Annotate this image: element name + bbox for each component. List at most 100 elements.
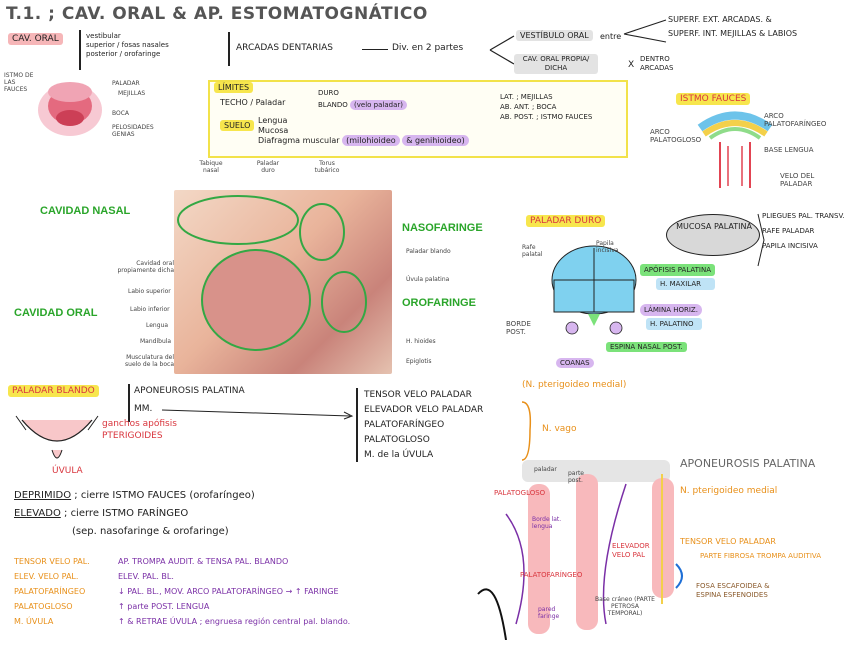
uvula-label: Úvula palatina <box>406 276 450 283</box>
face-label-boca: BOCA <box>112 110 130 117</box>
function-name: PALATOFARÍNGEO <box>14 587 86 596</box>
function-desc: ↑ & RETRAE ÚVULA ; engruesa región centr… <box>118 617 351 626</box>
face-label-mejillas: MEJILLAS <box>118 90 146 97</box>
function-desc: ↑ parte POST. LENGUA <box>118 602 210 611</box>
uvula-note: ÚVULA <box>52 466 83 476</box>
face-label-pelo: PELOSIDADES GENIAS <box>112 124 154 138</box>
suelo-tag: SUELO <box>220 120 255 131</box>
nasofaringe-label: NASOFARINGE <box>402 222 483 234</box>
vestibular-text: vestibular <box>86 32 121 40</box>
posterior-text: posterior / orofaringe <box>86 50 161 58</box>
paladar-blando-tag: PALADAR BLANDO <box>8 385 99 397</box>
mm-arrow <box>161 409 354 420</box>
brace-line-2 <box>228 32 230 66</box>
mucosa-list: PLIEGUES PAL. TRANSV. RAFE PALADAR PAPIL… <box>762 212 845 251</box>
cav-oral-propia: CAV. ORAL PROPIA/ DICHA <box>514 54 598 74</box>
cav-oral-propia-tag: CAV. ORAL PROPIA/ DICHA <box>514 54 598 74</box>
torus-label: Torus tubárico <box>314 160 340 174</box>
milohioideo-tag: (milohioideo <box>342 135 400 146</box>
muscle-brace <box>356 388 358 462</box>
arcadas-text: ARCADAS DENTARIAS <box>236 43 333 53</box>
superf-int: SUPERF. INT. MEJILLAS & LABIOS <box>668 29 798 38</box>
mucosa-oval <box>666 214 760 256</box>
ganchos-note: ganchos apófisis PTERIGOIDES <box>102 419 177 441</box>
coanas-row: COANAS <box>556 358 594 369</box>
lamina-tag: LÁMINA HORIZ. <box>640 304 702 316</box>
bd-tensor: TENSOR VELO PALADAR <box>680 537 776 546</box>
superf-ext: SUPERF. EXT. ARCADAS. & <box>668 15 772 24</box>
function-name: M. ÚVULA <box>14 617 54 626</box>
velo-tag: (velo paladar) <box>350 100 407 110</box>
espina-row: ESPINA NASAL POST. <box>606 342 687 353</box>
bd-pared: pared faringe <box>538 606 560 620</box>
aponeurosis-label: APONEUROSIS PALATINA <box>680 457 816 470</box>
tabique-label: Tabique nasal <box>199 160 223 174</box>
cav-oral-dicha-label: Cavidad oral propiamente dicha <box>117 260 174 274</box>
bd-n-pterigoideo: N. pterigoideo medial <box>680 486 778 496</box>
muscle-tensor: TENSOR VELO PALADAR <box>364 390 472 400</box>
mouth-sketch <box>38 82 102 136</box>
superior-text: superior / fosas nasales <box>86 41 169 49</box>
deprimido-row: DEPRIMIDO ; cierre ISTMO FAUCES (orofarí… <box>14 490 255 501</box>
rafe-pal-note: Rafe palatal <box>522 244 543 258</box>
bd-elevador: ELEVADOR VELO PAL <box>612 542 650 559</box>
paladar-duro-title: PALADAR DURO <box>526 215 606 227</box>
orofaringe-label: OROFARINGE <box>402 297 476 309</box>
division-text: Div. en 2 partes <box>392 43 464 53</box>
bd-palatofaringeo: PALATOFARÍNGEO <box>520 571 583 579</box>
epiglotis-label: Epiglotis <box>406 358 432 365</box>
paladar-note: paladar <box>534 466 557 473</box>
soft-palate-sketch <box>477 474 683 640</box>
muscle-palatofaringeo: PALATOFARÍNGEO <box>364 420 445 430</box>
palatino-tag: H. PALATINO <box>646 318 702 330</box>
coanas-tag: COANAS <box>556 358 594 368</box>
base-lengua: BASE LENGUA <box>764 146 814 154</box>
duro-text: DURO <box>318 89 339 97</box>
limites-label: LÍMITES <box>214 82 254 93</box>
rafe-text: RAFE PALADAR <box>762 227 815 235</box>
limites-right: LAT. ; MEJILLAS AB. ANT. ; BOCA AB. POST… <box>500 92 592 122</box>
function-desc: AP. TROMPA AUDIT. & TENSA PAL. BLANDO <box>118 557 289 566</box>
blando-text: BLANDO <box>318 101 348 109</box>
borde-post: BORDE POST. <box>506 320 531 336</box>
muscle-uvula: M. de la ÚVULA <box>364 450 434 460</box>
pliegues-text: PLIEGUES PAL. TRANSV. <box>762 212 845 220</box>
cavidad-oral-label: CAVIDAD ORAL <box>14 307 98 319</box>
suelo-row: SUELO <box>220 120 255 131</box>
arrow-line <box>362 49 388 50</box>
page-title: T.1. ; CAV. ORAL & AP. ESTOMATOGNÁTICO <box>6 4 428 24</box>
n-pterigoideo: (N. pterigoideo medial) <box>522 380 627 390</box>
split-brace <box>489 35 515 65</box>
vestibulo-oral-tag: VESTÍBULO ORAL <box>516 30 593 41</box>
cav-oral-list: vestibular superior / fosas nasales post… <box>86 32 169 59</box>
apofisis-tag: APÓFISIS PALATINA <box>640 264 716 276</box>
entre-text: entre <box>600 32 622 41</box>
papila-inc-note: Papila incisiva <box>596 240 619 254</box>
elevado-label: ELEVADO <box>14 508 61 519</box>
elevado-row: ELEVADO ; cierre ISTMO FARÍNGEO <box>14 508 188 519</box>
mucosa-text: MUCOSA PALATINA <box>676 222 752 231</box>
paladar-duro-sketch <box>551 245 637 335</box>
genihioideo-tag: & genihioideo) <box>402 135 469 146</box>
paladar-text: Paladar <box>255 98 286 107</box>
labio-inf-label: Labio inferior <box>130 306 170 313</box>
techo-text: TECHO <box>220 98 248 107</box>
blando-row: BLANDO (velo paladar) <box>318 100 407 111</box>
istmo-tag: ISTMO FAUCES <box>676 93 751 105</box>
parte-post-note: parte post. <box>568 470 584 484</box>
velo-paladar: VELO DEL PALADAR <box>780 172 815 188</box>
face-label-paladar: PALADAR <box>112 80 140 87</box>
elevado-sub: (sep. nasofaringe & orofaringe) <box>72 526 229 537</box>
arco-palatofaringeo: ARCO PALATOFARÍNGEO <box>764 112 827 128</box>
lengua-label: Lengua <box>146 322 169 329</box>
paladar-duro-label: Paladar duro <box>256 160 280 174</box>
mandibula-label: Mandíbula <box>140 338 172 345</box>
cav-oral-tag: CAV. ORAL <box>8 33 63 45</box>
musculatura-label: Musculatura del suelo de la boca <box>125 354 174 368</box>
mucosa-text: Mucosa <box>258 126 289 135</box>
bd-base-craneo: Base cráneo (PARTE PETROSA TEMPORAL) <box>595 596 655 617</box>
bd-fosa: FOSA ESCAFOIDEA & ESPINA ESFENOIDES <box>696 582 770 599</box>
function-name: TENSOR VELO PAL. <box>14 557 90 566</box>
vago-brace <box>521 401 532 461</box>
function-desc: ELEV. PAL. BL. <box>118 572 174 581</box>
